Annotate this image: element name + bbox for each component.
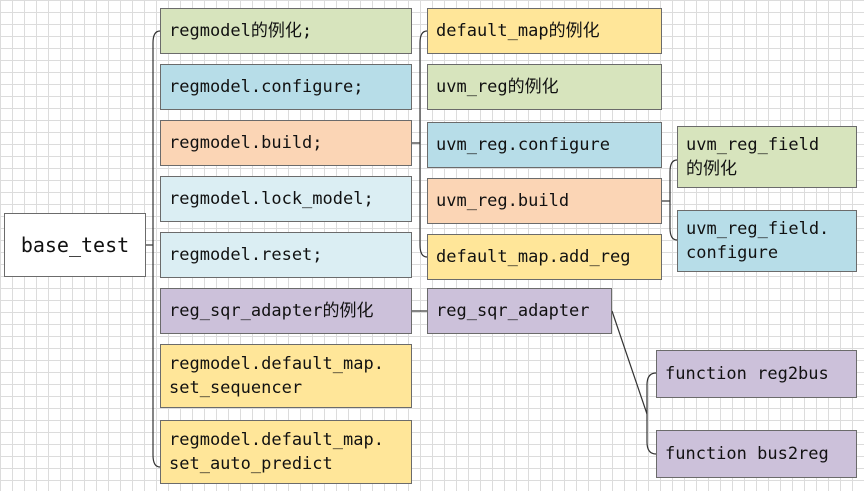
node-regmodel-instantiation: regmodel的例化;: [160, 8, 412, 54]
node-function-bus2reg: function bus2reg: [656, 430, 857, 478]
node-regmodel-configure: regmodel.configure;: [160, 64, 412, 110]
node-regmodel-lock-model: regmodel.lock_model;: [160, 176, 412, 222]
node-regmodel-reset: regmodel.reset;: [160, 232, 412, 278]
node-uvm-reg-build: uvm_reg.build: [427, 178, 662, 224]
node-default-map-add-reg: default_map.add_reg: [427, 234, 662, 280]
node-adapter-instantiation: reg_sqr_adapter的例化: [160, 288, 412, 334]
root-node-base-test: base_test: [4, 213, 146, 277]
bracket-col2-build: [419, 30, 428, 258]
node-regmodel-build: regmodel.build;: [160, 120, 412, 166]
bracket-col1: [152, 30, 161, 468]
node-reg-sqr-adapter: reg_sqr_adapter: [427, 288, 612, 334]
node-set-auto-predict: regmodel.default_map. set_auto_predict: [160, 420, 412, 484]
node-set-sequencer: regmodel.default_map. set_sequencer: [160, 344, 412, 408]
node-uvm-reg-field-instantiation: uvm_reg_field 的例化: [677, 126, 857, 188]
connector-adapter-functions: [611, 310, 648, 415]
node-uvm-reg-configure: uvm_reg.configure: [427, 122, 662, 168]
bracket-col4: [646, 372, 657, 455]
bracket-col3: [669, 159, 678, 241]
node-function-reg2bus: function reg2bus: [656, 350, 857, 398]
node-default-map-instantiation: default_map的例化: [427, 8, 662, 54]
node-uvm-reg-instantiation: uvm_reg的例化: [427, 64, 662, 110]
node-uvm-reg-field-configure: uvm_reg_field. configure: [677, 210, 857, 272]
